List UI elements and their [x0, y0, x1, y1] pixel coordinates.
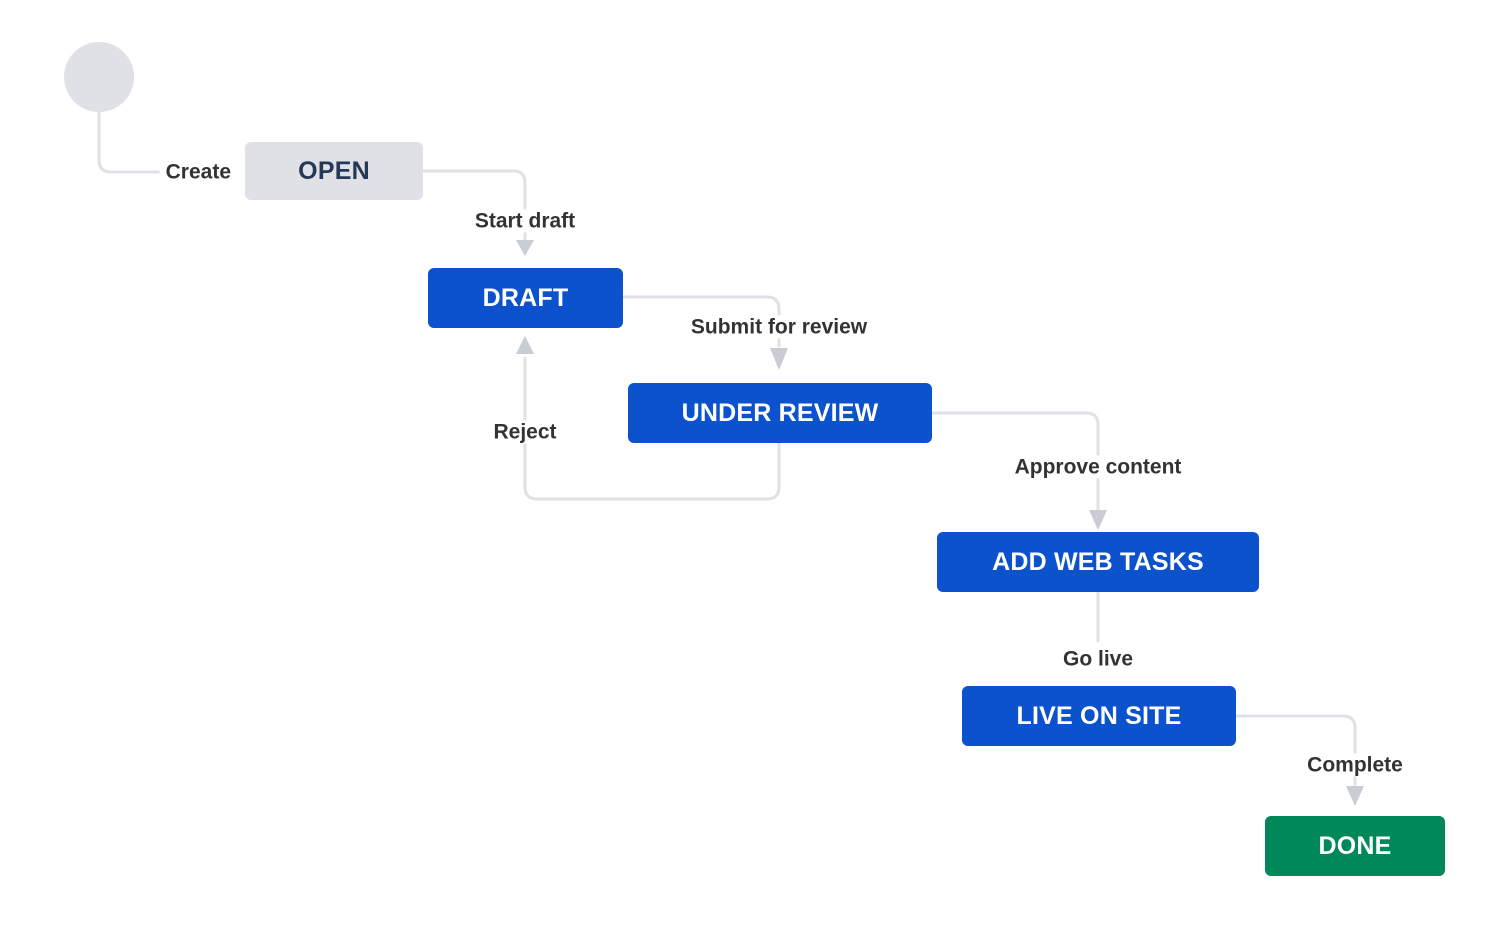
start-marker[interactable] [64, 42, 134, 112]
transition-label-approve-content[interactable]: Approve content [1008, 455, 1188, 479]
status-node-live-on-site[interactable]: LIVE ON SITE [962, 686, 1236, 746]
arrowhead-submit-for-review [770, 348, 788, 370]
status-node-done[interactable]: DONE [1265, 816, 1445, 876]
arrowhead-approve-content [1089, 510, 1107, 530]
transition-label-go-live[interactable]: Go live [1056, 647, 1140, 671]
transition-label-complete[interactable]: Complete [1301, 753, 1409, 777]
status-node-open[interactable]: OPEN [245, 142, 423, 200]
status-node-under-review[interactable]: UNDER REVIEW [628, 383, 932, 443]
status-node-under-review-label: UNDER REVIEW [681, 398, 879, 427]
status-node-live-on-site-label: LIVE ON SITE [1016, 701, 1182, 730]
transition-label-start-draft[interactable]: Start draft [468, 209, 582, 233]
status-node-open-label: OPEN [298, 156, 370, 185]
arrowhead-reject [516, 336, 534, 354]
status-node-done-label: DONE [1318, 831, 1392, 860]
transition-label-reject[interactable]: Reject [487, 420, 563, 444]
transition-label-create[interactable]: Create [159, 160, 237, 184]
transition-label-submit-for-review[interactable]: Submit for review [684, 315, 874, 339]
status-node-draft[interactable]: DRAFT [428, 268, 623, 328]
arrowhead-start-draft [516, 240, 534, 256]
arrowhead-complete [1346, 786, 1364, 806]
status-node-add-web-tasks-label: ADD WEB TASKS [992, 547, 1204, 576]
status-node-draft-label: DRAFT [482, 283, 569, 312]
status-node-add-web-tasks[interactable]: ADD WEB TASKS [937, 532, 1259, 592]
